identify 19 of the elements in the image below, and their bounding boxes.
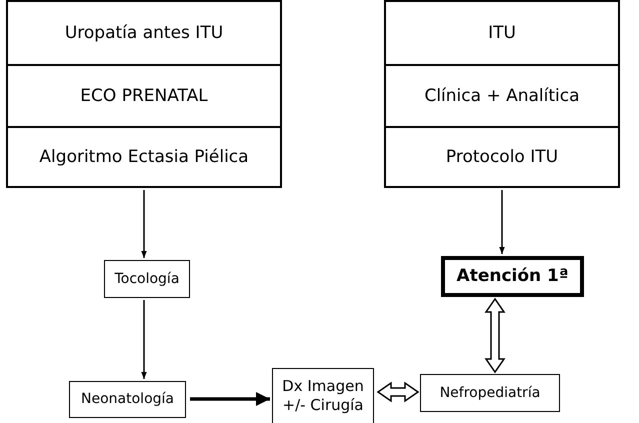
table-row: Clínica + Analítica [386,64,618,126]
arrow [499,190,505,254]
process-box: Tocología [104,260,190,298]
arrow [141,300,147,379]
table-row: ITU [386,2,618,64]
process-box: Atención 1ª [441,256,584,297]
double-arrow [484,298,506,374]
table-row: Algoritmo Ectasia Piélica [8,126,280,186]
double-arrow [376,382,420,402]
table-row: Protocolo ITU [386,126,618,186]
table-row: ECO PRENATAL [8,64,280,126]
process-box: Dx Imagen +/- Cirugía [272,368,374,423]
table-box [384,0,620,188]
process-box: Nefropediatría [420,374,560,412]
table-box [6,0,282,188]
process-box: Neonatología [69,381,186,418]
arrow [141,190,147,258]
arrow [190,392,270,406]
table-row: Uropatía antes ITU [8,2,280,64]
